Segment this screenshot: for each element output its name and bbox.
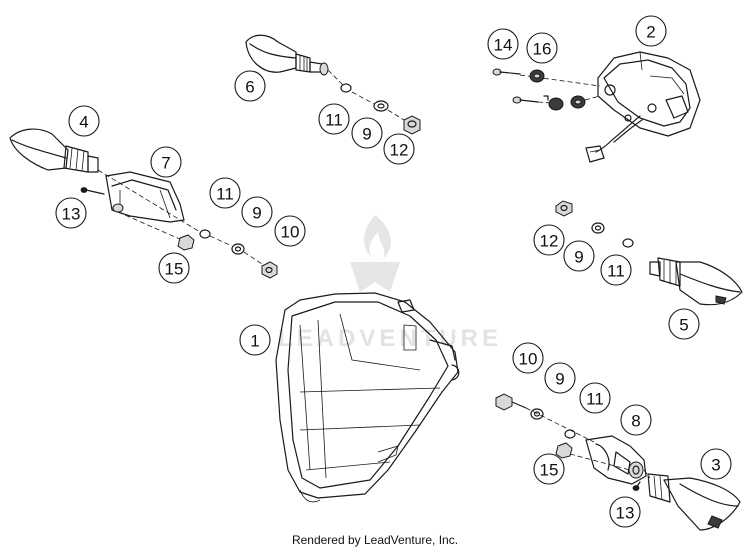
svg-text:11: 11 [607,262,625,281]
svg-text:6: 6 [245,78,254,97]
svg-text:11: 11 [216,185,234,204]
svg-text:3: 3 [711,456,720,475]
svg-text:13: 13 [616,504,635,523]
lock-washer-right-top [591,222,605,234]
svg-text:12: 12 [390,141,409,160]
signal-bracket-left [105,171,185,223]
lock-washer-left [231,243,245,255]
callout-13-right[interactable]: 13 [609,496,641,528]
callout-9-top[interactable]: 9 [351,117,383,149]
svg-text:9: 9 [555,370,564,389]
callout-11-right-top[interactable]: 11 [600,254,632,286]
turn-signal-front-left [9,128,99,173]
svg-text:12: 12 [540,232,559,251]
nut-left [177,234,195,251]
callout-14[interactable]: 14 [487,28,519,60]
screw-lower [512,95,601,111]
hex-bolt-right [495,393,527,411]
watermark-text: LEADVENTURE [278,325,502,352]
callout-12-top[interactable]: 12 [383,133,415,165]
screw-upper-left [492,68,521,76]
callout-10-right[interactable]: 10 [512,342,544,374]
signal-bracket-right [585,435,647,485]
screw-left [80,187,105,195]
callout-8[interactable]: 8 [620,404,652,436]
callout-15-right[interactable]: 15 [533,453,565,485]
callout-10-left[interactable]: 10 [274,215,306,247]
washer-left [199,229,211,239]
svg-text:14: 14 [494,36,513,55]
svg-text:15: 15 [540,461,559,480]
rubber-grommet [529,69,545,83]
svg-text:7: 7 [161,154,170,173]
callout-4[interactable]: 4 [68,105,100,137]
tail-light-assembly [585,51,701,163]
washer-top [340,83,352,93]
callout-9-left[interactable]: 9 [241,196,273,228]
svg-text:5: 5 [679,316,688,335]
watermark-logo: LEADVENTURE [278,215,502,352]
svg-text:8: 8 [631,412,640,431]
callout-9-right-top[interactable]: 9 [563,240,595,272]
callout-11-left[interactable]: 11 [209,177,241,209]
svg-text:1: 1 [250,332,259,351]
svg-text:13: 13 [62,205,81,224]
nut-right-top [555,200,573,217]
callout-1[interactable]: 1 [239,324,271,356]
svg-text:11: 11 [586,390,604,409]
washer-right [564,429,576,439]
callout-16[interactable]: 16 [526,32,558,64]
callout-5[interactable]: 5 [668,308,700,340]
svg-text:9: 9 [362,125,371,144]
turn-signal-rear-left [245,34,329,76]
svg-text:10: 10 [281,223,300,242]
lock-washer-right [530,408,544,420]
svg-text:16: 16 [533,40,552,59]
callout-7[interactable]: 7 [150,146,182,178]
screw-right [632,481,641,491]
svg-text:4: 4 [79,113,88,132]
washer-right-top [622,238,634,248]
headlight-assembly [275,292,460,503]
svg-text:9: 9 [574,248,583,267]
callout-6[interactable]: 6 [234,70,266,102]
callout-11-top[interactable]: 11 [318,103,350,135]
callout-15-left[interactable]: 15 [158,252,190,284]
turn-signal-front-right [649,257,743,306]
render-credit: Rendered by LeadVenture, Inc. [291,533,459,547]
callout-12-right[interactable]: 12 [533,224,565,256]
svg-text:2: 2 [646,23,655,42]
svg-text:11: 11 [325,111,343,130]
callout-13-left[interactable]: 13 [55,197,87,229]
callout-2[interactable]: 2 [635,15,667,47]
hex-nut-left [261,261,278,279]
callout-9-right[interactable]: 9 [544,362,576,394]
nut-top [403,115,421,135]
callout-11-right[interactable]: 11 [579,382,611,414]
svg-text:9: 9 [252,204,261,223]
turn-signal-rear-right [647,473,741,531]
svg-text:15: 15 [165,260,184,279]
svg-text:10: 10 [519,350,538,369]
lock-washer-top [373,100,389,112]
nut-right [555,442,573,459]
callout-3[interactable]: 3 [700,448,732,480]
